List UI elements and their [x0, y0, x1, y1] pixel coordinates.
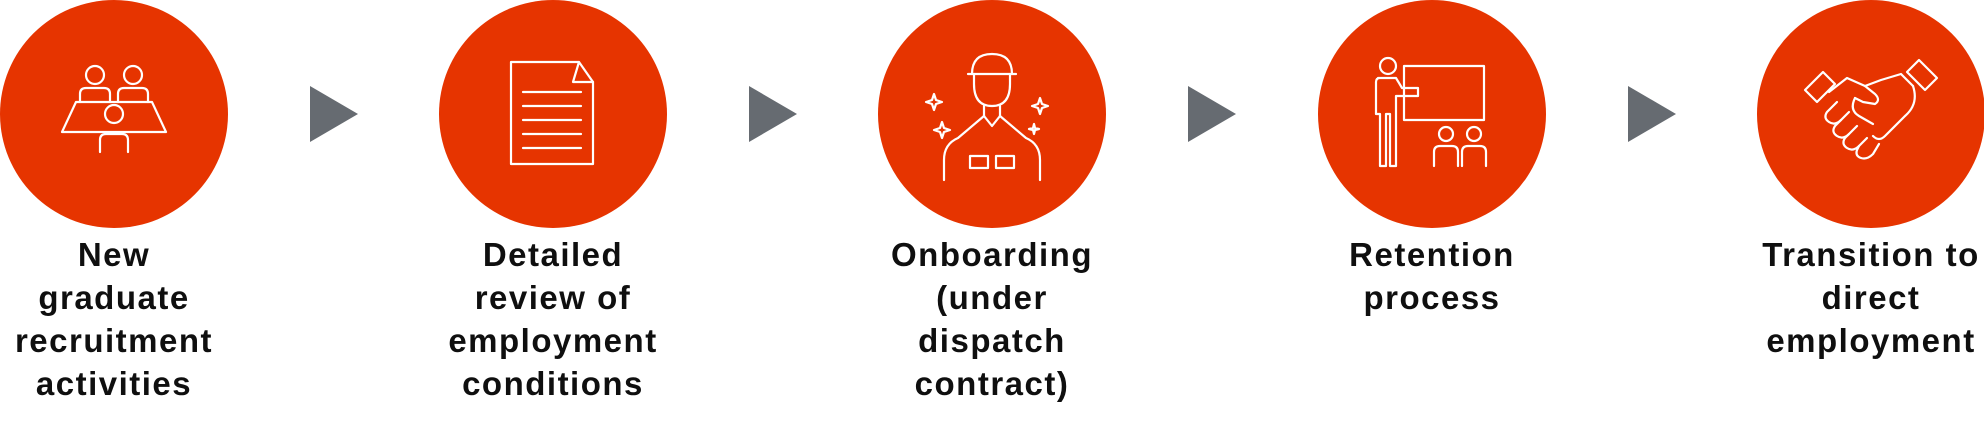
document-icon — [509, 60, 595, 166]
arrow-icon — [310, 86, 358, 142]
training-presentation-icon — [1374, 56, 1488, 168]
arrow-icon — [1628, 86, 1676, 142]
step-circle — [439, 0, 667, 228]
step-circle — [1757, 0, 1984, 228]
step-circle — [1318, 0, 1546, 228]
meeting-table-icon — [60, 64, 168, 154]
step-circle — [878, 0, 1106, 228]
arrow-icon — [749, 86, 797, 142]
arrow-icon — [1188, 86, 1236, 142]
new-employee-icon — [924, 52, 1050, 182]
step-circle — [0, 0, 228, 228]
handshake-icon — [1803, 58, 1939, 160]
